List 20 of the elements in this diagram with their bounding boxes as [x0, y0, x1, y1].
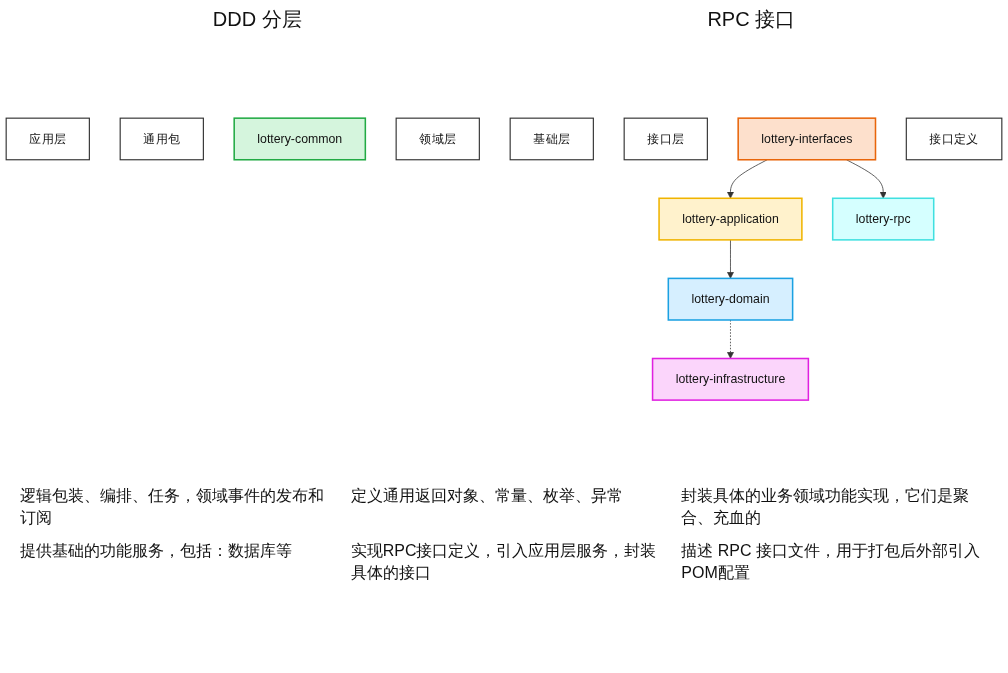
node-box: lottery-interfaces — [737, 117, 877, 161]
description-text: 定义通用返回对象、常量、枚举、异常 — [350, 486, 624, 506]
node-box: lottery-application — [658, 197, 803, 241]
node-box: lottery-domain — [667, 277, 794, 321]
section-label: DDD 分层 — [212, 7, 302, 32]
node-box: lottery-infrastructure — [651, 357, 810, 401]
node-box: 通用包 — [119, 117, 204, 161]
node-box: 接口定义 — [905, 117, 1003, 161]
description-text: 描述 RPC 接口文件，用于打包后外部引入POM配置 — [681, 540, 981, 584]
node-box: 基础层 — [509, 117, 594, 161]
node-box: 领域层 — [395, 117, 480, 161]
node-box: 应用层 — [5, 117, 90, 161]
description-text: 封装具体的业务领域功能实现，它们是聚合、充血的 — [681, 486, 971, 529]
node-box: lottery-common — [233, 117, 367, 161]
description-text: 实现RPC接口定义，引入应用层服务，封装具体的接口 — [350, 540, 658, 584]
node-box: lottery-rpc — [831, 197, 935, 241]
node-box: 接口层 — [623, 117, 708, 161]
section-label: RPC 接口 — [707, 7, 796, 32]
description-text: 逻辑包装、编排、任务，领域事件的发布和订阅 — [20, 486, 325, 529]
description-text: 提供基础的功能服务，包括：数据库等 — [20, 540, 293, 561]
